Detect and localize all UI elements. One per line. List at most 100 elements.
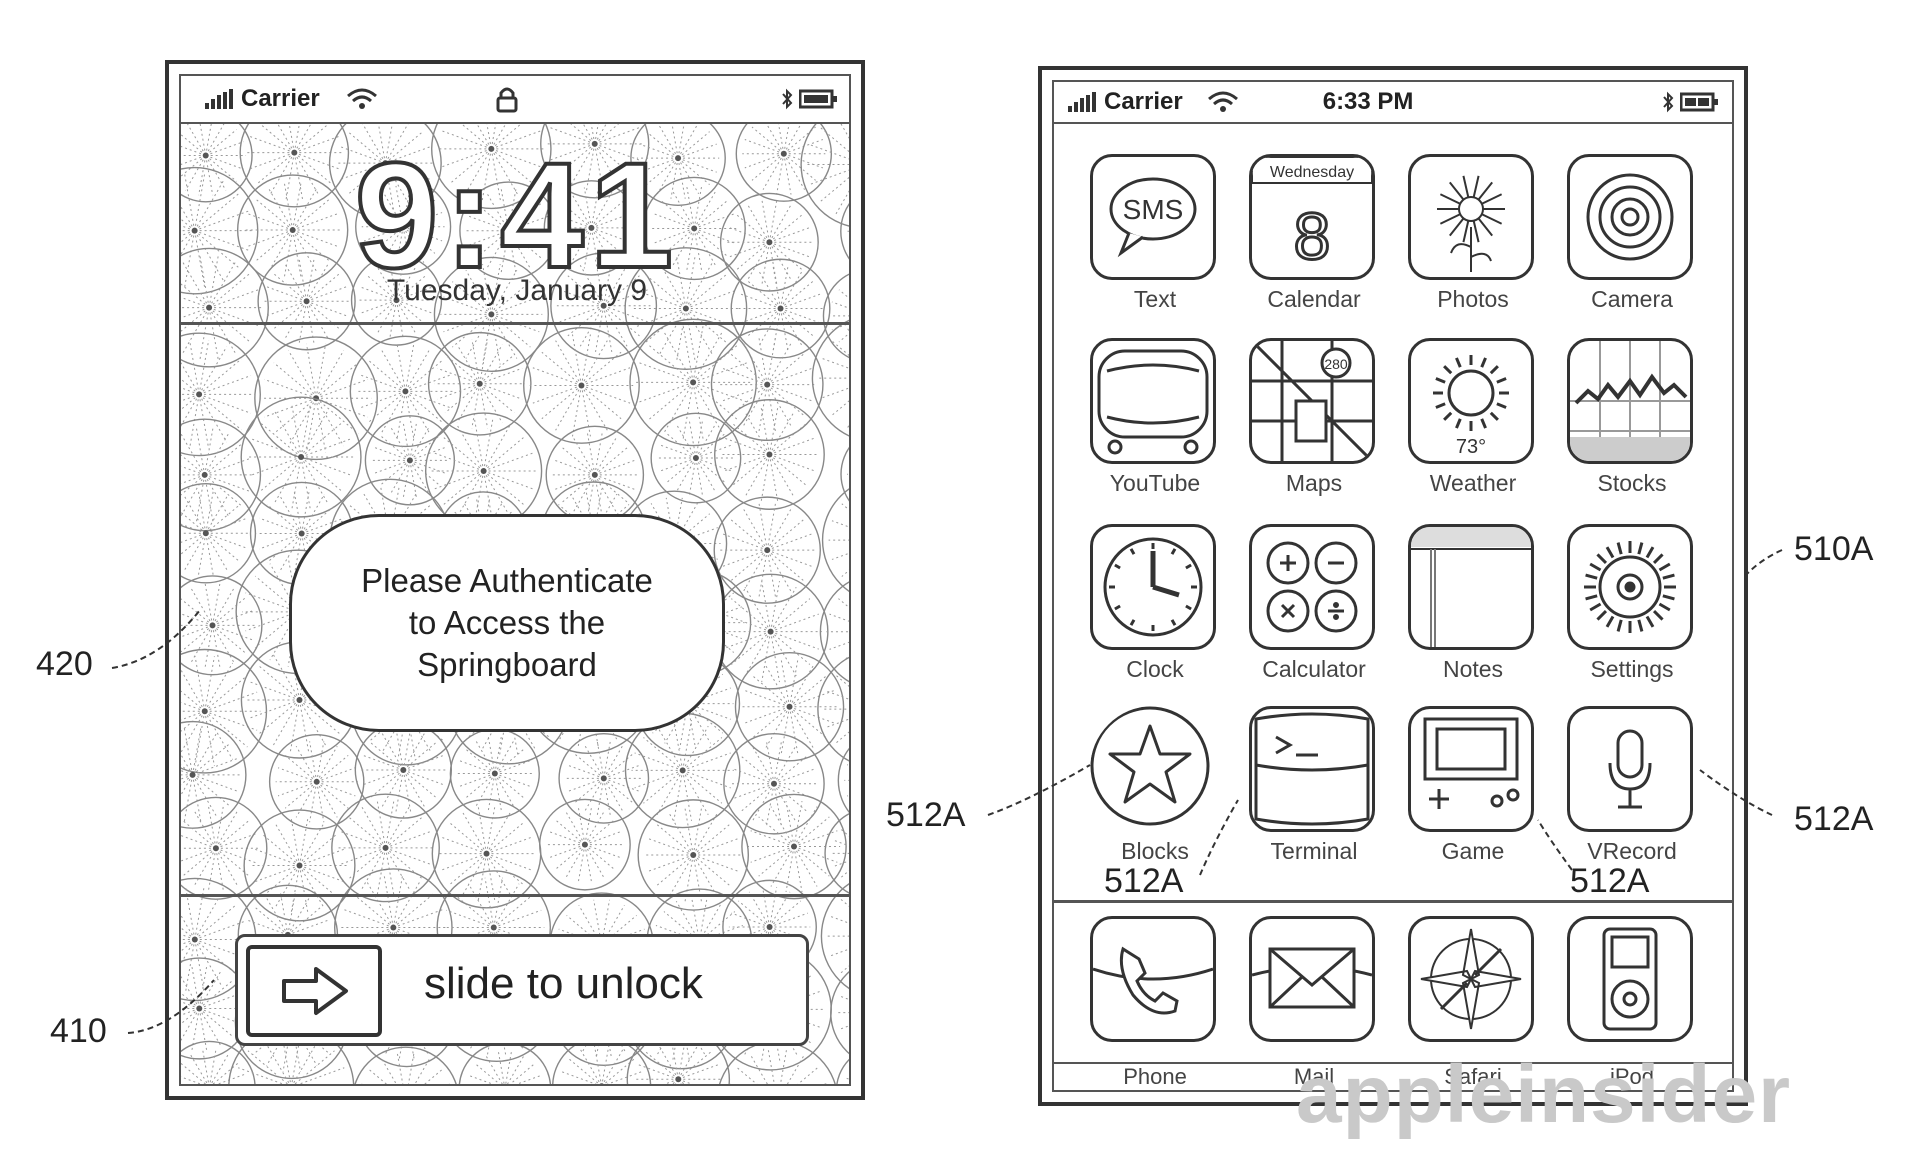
svg-text:8: 8: [1294, 199, 1331, 273]
app-label: Stocks: [1597, 470, 1667, 496]
app-blocks[interactable]: Blocks: [1090, 706, 1220, 865]
star-icon[interactable]: [1090, 706, 1216, 832]
dock-label: Mail: [1293, 1064, 1335, 1089]
home-status-bar: Carrier 6:33 PM: [1054, 82, 1732, 124]
app-label: Calculator: [1262, 656, 1366, 682]
ipod-icon[interactable]: [1567, 916, 1693, 1042]
reference-512a-right: 512A: [1794, 800, 1874, 838]
svg-text:280: 280: [1324, 356, 1348, 372]
arrow-right-icon: [282, 967, 348, 1015]
dock-app-ipod[interactable]: [1567, 916, 1697, 1042]
app-text[interactable]: SMS Text: [1090, 154, 1220, 313]
app-label: Calendar: [1267, 286, 1361, 312]
game-icon[interactable]: [1408, 706, 1534, 832]
compass-icon[interactable]: [1408, 916, 1534, 1042]
battery-icon: [1680, 91, 1720, 113]
battery-icon: [799, 88, 839, 110]
app-weather[interactable]: 73° Weather: [1408, 338, 1538, 497]
sms-icon[interactable]: SMS: [1090, 154, 1216, 280]
dock-label: Safari: [1444, 1064, 1502, 1089]
app-label: Clock: [1126, 656, 1184, 682]
app-label: Notes: [1442, 656, 1504, 682]
calendar-icon[interactable]: Wednesday 8: [1249, 154, 1375, 280]
lock-screen-display: Carrier 9:41 Tuesday, January 9 Please A…: [179, 74, 851, 1086]
weather-icon[interactable]: 73°: [1408, 338, 1534, 464]
carrier-label: Carrier: [1104, 88, 1183, 115]
maps-icon[interactable]: 280: [1249, 338, 1375, 464]
app-label: Photos: [1437, 286, 1509, 312]
reference-512a-left: 512A: [886, 796, 966, 834]
dock-label: Phone: [1123, 1064, 1187, 1089]
slide-to-unlock-label: slide to unlock: [424, 959, 703, 1008]
app-stocks[interactable]: Stocks: [1567, 338, 1697, 497]
app-label: VRecord: [1587, 838, 1677, 864]
appleinsider-watermark: appleinsider: [1296, 1049, 1792, 1140]
app-youtube[interactable]: YouTube: [1090, 338, 1220, 497]
app-calculator[interactable]: Calculator: [1249, 524, 1379, 683]
notes-icon[interactable]: [1408, 524, 1534, 650]
reference-512a-bottom-right: 512A: [1570, 862, 1650, 900]
app-label: YouTube: [1109, 470, 1201, 496]
dock-app-mail[interactable]: [1249, 916, 1379, 1042]
svg-text:73°: 73°: [1456, 436, 1486, 458]
app-game[interactable]: Game: [1408, 706, 1538, 865]
bluetooth-icon: [781, 88, 793, 110]
mail-icon[interactable]: [1249, 916, 1375, 1042]
settings-icon[interactable]: [1567, 524, 1693, 650]
lock-slider-panel: [181, 894, 849, 1084]
carrier-label: Carrier: [241, 85, 320, 112]
signal-icon: [205, 89, 235, 109]
authenticate-prompt-bubble[interactable]: Please Authenticate to Access the Spring…: [289, 514, 725, 732]
photos-icon[interactable]: [1408, 154, 1534, 280]
app-vrecord[interactable]: VRecord: [1567, 706, 1697, 865]
svg-text:Wednesday: Wednesday: [1270, 164, 1354, 181]
microphone-icon[interactable]: [1567, 706, 1693, 832]
dock-bottom-rule: [1054, 1062, 1732, 1064]
wifi-icon: [1207, 91, 1239, 113]
wifi-icon: [346, 88, 378, 110]
lock-status-bar: Carrier: [181, 76, 849, 124]
app-terminal[interactable]: Terminal: [1249, 706, 1379, 865]
reference-510a: 510A: [1794, 530, 1874, 568]
app-label: Camera: [1591, 286, 1673, 312]
auth-line-1: Please Authenticate: [361, 561, 653, 599]
dock-app-safari[interactable]: [1408, 916, 1538, 1042]
bluetooth-icon: [1662, 91, 1674, 113]
dock-label: iPod: [1609, 1064, 1655, 1089]
reference-410: 410: [50, 1012, 107, 1050]
unlock-slider-thumb[interactable]: [246, 945, 382, 1037]
dock: [1054, 900, 1732, 1090]
dock-app-phone[interactable]: [1090, 916, 1220, 1042]
phone-icon[interactable]: [1090, 916, 1216, 1042]
app-label: Settings: [1590, 656, 1674, 682]
app-settings[interactable]: Settings: [1567, 524, 1697, 683]
app-label: Weather: [1429, 470, 1517, 496]
app-clock[interactable]: Clock: [1090, 524, 1220, 683]
sms-text: SMS: [1123, 194, 1184, 225]
youtube-icon[interactable]: [1090, 338, 1216, 464]
lock-screen-device: Carrier 9:41 Tuesday, January 9 Please A…: [165, 60, 865, 1100]
reference-512a-bottom-left: 512A: [1104, 862, 1184, 900]
clock-icon[interactable]: [1090, 524, 1216, 650]
app-notes[interactable]: Notes: [1408, 524, 1538, 683]
app-label: Game: [1441, 838, 1505, 864]
signal-icon: [1068, 92, 1098, 112]
app-label: Text: [1133, 286, 1177, 312]
app-label: Blocks: [1121, 838, 1189, 864]
calculator-icon[interactable]: [1249, 524, 1375, 650]
camera-icon[interactable]: [1567, 154, 1693, 280]
lock-clock-panel: 9:41 Tuesday, January 9: [181, 122, 849, 325]
terminal-icon[interactable]: [1249, 706, 1375, 832]
stocks-icon[interactable]: [1567, 338, 1693, 464]
unlock-slider-track[interactable]: slide to unlock: [235, 934, 809, 1046]
lock-time: 9:41: [353, 131, 680, 299]
status-time: 6:33 PM: [1322, 88, 1414, 115]
app-camera[interactable]: Camera: [1567, 154, 1697, 313]
lock-icon: [496, 85, 518, 113]
app-photos[interactable]: Photos: [1408, 154, 1538, 313]
auth-line-2: to Access the: [408, 603, 606, 641]
